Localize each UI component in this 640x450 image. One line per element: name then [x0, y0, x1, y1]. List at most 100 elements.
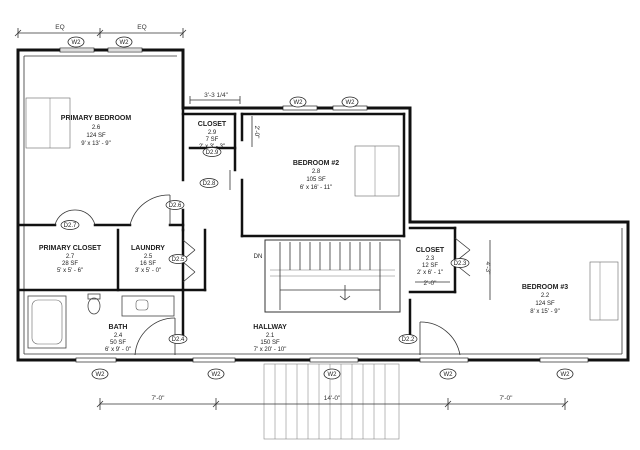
svg-text:2.9: 2.9: [208, 130, 217, 136]
svg-text:BEDROOM #2: BEDROOM #2: [293, 160, 339, 167]
stair-down-label: DN: [254, 254, 263, 260]
window-tag: W2: [207, 368, 225, 380]
dimension-bottom-right: 7'-0": [500, 395, 514, 402]
svg-text:2.8: 2.8: [312, 169, 321, 175]
svg-text:3' x 5' - 0": 3' x 5' - 0": [135, 268, 161, 274]
window: [309, 357, 359, 363]
bedroom-3-height-dimension: 4'-3": [484, 240, 491, 300]
top-dimension-line: EQ EQ: [14, 24, 187, 38]
svg-text:W2: W2: [294, 100, 304, 106]
svg-text:150 SF: 150 SF: [260, 340, 280, 346]
vanity: [121, 295, 175, 317]
door-d2-3: D2.3: [450, 237, 471, 277]
svg-text:16 SF: 16 SF: [140, 261, 156, 267]
window: [419, 357, 469, 363]
svg-text:5' x 5' - 6": 5' x 5' - 6": [57, 268, 83, 274]
closet-2-3-depth-dimension: 2'-0": [415, 280, 450, 287]
window-tag: W2: [115, 36, 133, 48]
bathtub: [27, 295, 67, 349]
svg-text:BATH: BATH: [109, 324, 128, 331]
svg-text:D2.8: D2.8: [203, 181, 216, 187]
door-d2-2: D2.2: [398, 321, 461, 356]
room-bath: BATH 2.4 50 SF 6' x 9' - 0": [105, 324, 131, 353]
closet-offset-dimension: 3'-3 1/4": [189, 92, 241, 104]
room-primary-closet: PRIMARY CLOSET 2.7 28 SF 5' x 5' - 6": [39, 245, 102, 274]
svg-text:6' x 16' - 11": 6' x 16' - 11": [300, 185, 332, 191]
window-tag: W2: [91, 368, 109, 380]
svg-text:2'-0": 2'-0": [424, 280, 438, 287]
window-tag: W2: [439, 368, 457, 380]
room-primary-bedroom: PRIMARY BEDROOM 2.6 124 SF 9' x 13' - 9": [61, 115, 132, 147]
dimension-top-right: EQ: [137, 24, 146, 31]
svg-text:2.6: 2.6: [92, 125, 101, 131]
svg-text:28 SF: 28 SF: [62, 261, 78, 267]
svg-text:D2.7: D2.7: [64, 223, 77, 229]
window-tag: W2: [556, 368, 574, 380]
svg-text:BEDROOM #3: BEDROOM #3: [522, 284, 568, 291]
door-d2-5: D2.5: [168, 239, 196, 283]
svg-text:D2.3: D2.3: [454, 261, 467, 267]
svg-text:2' x 6' - 1": 2' x 6' - 1": [417, 270, 443, 276]
svg-text:124 SF: 124 SF: [535, 301, 555, 307]
room-hallway: HALLWAY 2.1 150 SF 7' x 20' - 10": [253, 324, 287, 353]
svg-text:PRIMARY CLOSET: PRIMARY CLOSET: [39, 245, 102, 252]
dimension-bottom-center: 14'-0": [324, 395, 341, 402]
svg-text:3'-3 1/4": 3'-3 1/4": [204, 92, 228, 99]
toilet: [87, 293, 101, 315]
svg-text:W2: W2: [561, 372, 571, 378]
svg-text:2'-0": 2'-0": [253, 126, 260, 140]
svg-text:W2: W2: [120, 40, 130, 46]
window-tag: W2: [341, 96, 359, 108]
svg-text:W2: W2: [444, 372, 454, 378]
svg-text:LAUNDRY: LAUNDRY: [131, 245, 165, 252]
svg-text:D2.6: D2.6: [169, 203, 182, 209]
room-bedroom-2: BEDROOM #2 2.8 105 SF 6' x 16' - 11": [293, 160, 339, 191]
room-closet-2-9: CLOSET 2.9 7 SF 2' x 3' - 3": [198, 121, 227, 150]
svg-text:8' x 15' - 9": 8' x 15' - 9": [530, 309, 559, 315]
svg-text:4'-3": 4'-3": [484, 262, 491, 276]
room-bedroom-3: BEDROOM #3 2.2 124 SF 8' x 15' - 9": [522, 284, 568, 315]
svg-text:9' x 13' - 9": 9' x 13' - 9": [81, 141, 110, 147]
stair: DN: [254, 239, 401, 313]
window: [192, 357, 236, 363]
svg-text:6' x 9' - 0": 6' x 9' - 0": [105, 347, 131, 353]
svg-text:CLOSET: CLOSET: [198, 121, 227, 128]
svg-text:W2: W2: [346, 100, 356, 106]
svg-text:7' x 20' - 10": 7' x 20' - 10": [254, 347, 287, 353]
window: [75, 357, 117, 363]
closet-2-9-depth-dimension: 2'-0": [251, 116, 260, 147]
door-d2-7: D2.7: [54, 209, 96, 230]
window-tag: W2: [67, 36, 85, 48]
svg-text:7 SF: 7 SF: [206, 137, 219, 143]
window: [539, 357, 589, 363]
svg-text:2.7: 2.7: [66, 254, 75, 260]
door-d2-9: D2.9: [202, 147, 222, 157]
svg-text:D2.4: D2.4: [172, 337, 185, 343]
window: [107, 47, 143, 53]
svg-text:D2.2: D2.2: [402, 337, 415, 343]
svg-text:2.5: 2.5: [144, 254, 153, 260]
svg-text:D2.5: D2.5: [172, 257, 185, 263]
dimension-top-left: EQ: [55, 24, 64, 31]
svg-text:2' x 3' - 3": 2' x 3' - 3": [199, 144, 225, 150]
primary-bed: [25, 97, 71, 149]
svg-text:50 SF: 50 SF: [110, 340, 126, 346]
svg-text:2.4: 2.4: [114, 333, 123, 339]
dimension-bottom-left: 7'-0": [152, 395, 166, 402]
svg-text:124 SF: 124 SF: [86, 133, 106, 139]
bedroom-3-bed: [589, 261, 619, 321]
window: [59, 47, 95, 53]
interior-walls: [16, 106, 457, 342]
svg-text:2.2: 2.2: [541, 293, 550, 299]
door-d2-4: D2.4: [134, 317, 188, 356]
svg-text:105 SF: 105 SF: [306, 177, 326, 183]
bottom-dimension-line: 7'-0" 14'-0" 7'-0": [96, 395, 569, 410]
svg-text:2.3: 2.3: [426, 256, 435, 262]
window-tag: W2: [323, 368, 341, 380]
svg-text:HALLWAY: HALLWAY: [253, 324, 287, 331]
svg-text:12 SF: 12 SF: [422, 263, 438, 269]
svg-text:W2: W2: [96, 372, 106, 378]
room-closet-2-3: CLOSET 2.3 12 SF 2' x 6' - 1": [416, 247, 445, 276]
bedroom-2-bed: [354, 145, 400, 197]
